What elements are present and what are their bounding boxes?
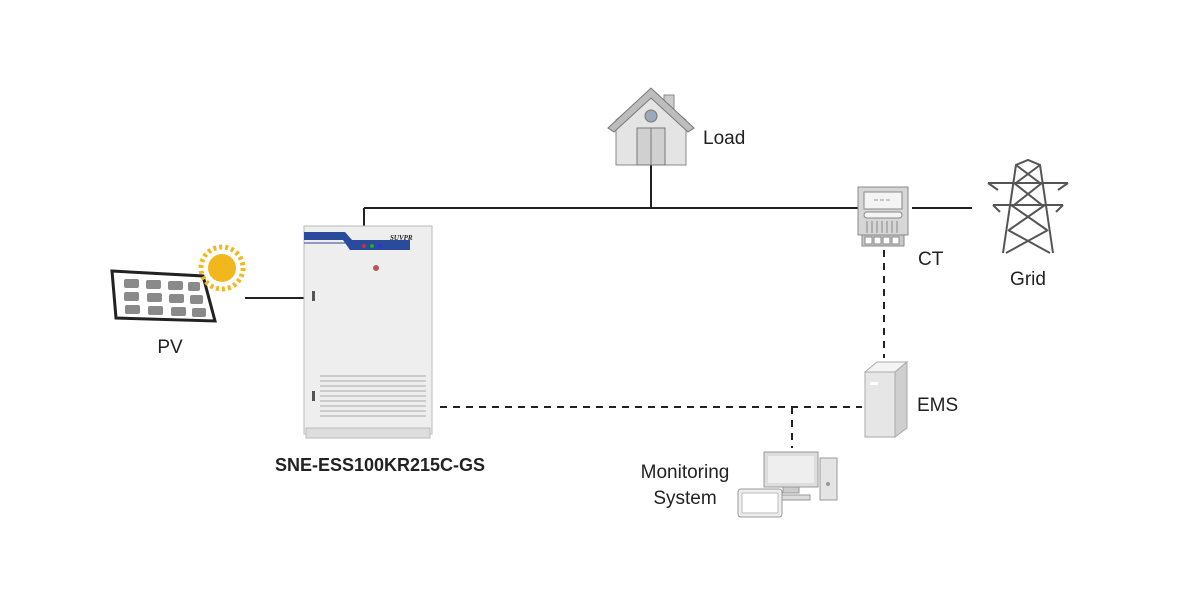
comm-lines bbox=[440, 250, 885, 448]
cabinet-brand-logo: SUVPR bbox=[390, 234, 413, 242]
grid-label: Grid bbox=[1010, 269, 1046, 290]
ct-label: CT bbox=[918, 249, 944, 270]
sun-icon bbox=[198, 244, 246, 292]
ems-label: EMS bbox=[917, 395, 959, 416]
monitoring-computer-icon bbox=[737, 451, 838, 518]
monitoring-label-line1: Monitoring bbox=[640, 462, 730, 483]
power-lines bbox=[245, 165, 972, 299]
cabinet-model-label: SNE-ESS100KR215C-GS bbox=[274, 455, 486, 475]
grid-tower-icon bbox=[987, 158, 1069, 254]
house-icon bbox=[607, 87, 695, 166]
pv-label: PV bbox=[157, 337, 183, 358]
solar-panel-icon bbox=[110, 269, 217, 323]
ems-cabinet-icon bbox=[863, 360, 909, 438]
ess-cabinet-icon: SUVPR bbox=[303, 225, 433, 439]
load-label: Load bbox=[703, 128, 746, 149]
monitoring-system-label: Monitoring System bbox=[641, 460, 730, 512]
monitoring-label-line2: System bbox=[653, 488, 717, 509]
ct-meter-icon bbox=[857, 186, 909, 247]
